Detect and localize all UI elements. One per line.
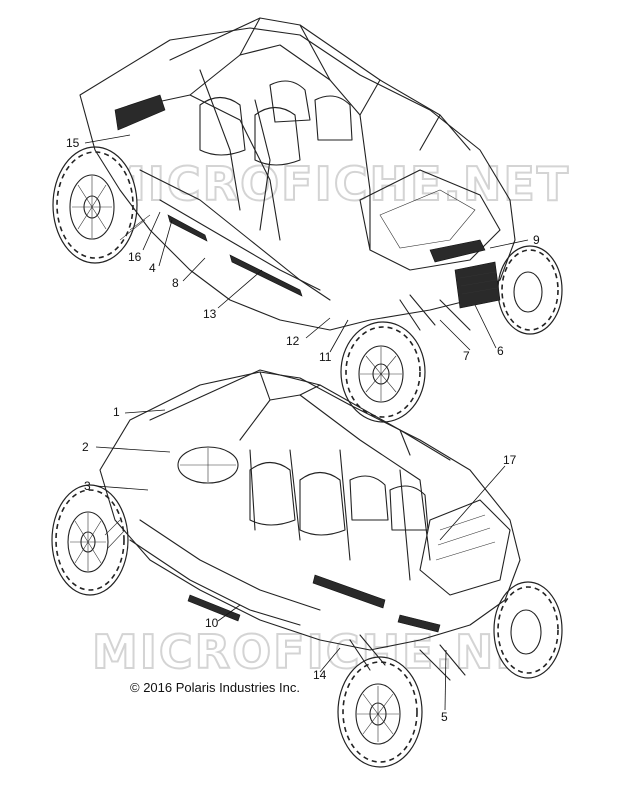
callout-1: 1 (113, 405, 120, 419)
callout-6: 6 (497, 344, 504, 358)
callout-10: 10 (205, 616, 219, 630)
callout-14: 14 (313, 668, 327, 682)
top-front-left-wheel (340, 321, 426, 423)
bottom-vehicle-illustration (51, 369, 563, 768)
callout-9: 9 (533, 233, 540, 247)
callout-13: 13 (203, 307, 217, 321)
top-rear-wheel (52, 146, 138, 264)
callout-16: 16 (128, 250, 142, 264)
callout-8: 8 (172, 276, 179, 290)
callout-15: 15 (66, 136, 80, 150)
callout-5: 5 (441, 710, 448, 724)
bottom-rear-wheel (51, 484, 129, 596)
watermark-top: MICROFICHE.NET (100, 157, 570, 211)
callout-2: 2 (82, 440, 89, 454)
callout-11: 11 (319, 350, 332, 364)
bottom-front-left-wheel (337, 656, 423, 768)
top-front-right-wheel (497, 245, 563, 335)
callout-4: 4 (149, 261, 156, 275)
bottom-front-right-wheel (493, 581, 563, 679)
top-vehicle-illustration (52, 17, 563, 423)
copyright-notice: © 2016 Polaris Industries Inc. (130, 680, 300, 695)
callout-3: 3 (84, 479, 91, 493)
bottom-callouts: 1 2 3 10 14 5 17 (82, 405, 517, 724)
watermark-bottom: MICROFICHE.NET (92, 625, 562, 679)
leader-lines (84, 134, 529, 711)
top-callouts: 15 16 4 8 13 12 11 7 6 9 (66, 136, 540, 364)
callout-12: 12 (286, 334, 300, 348)
callout-7: 7 (463, 349, 470, 363)
callout-17: 17 (503, 453, 517, 467)
